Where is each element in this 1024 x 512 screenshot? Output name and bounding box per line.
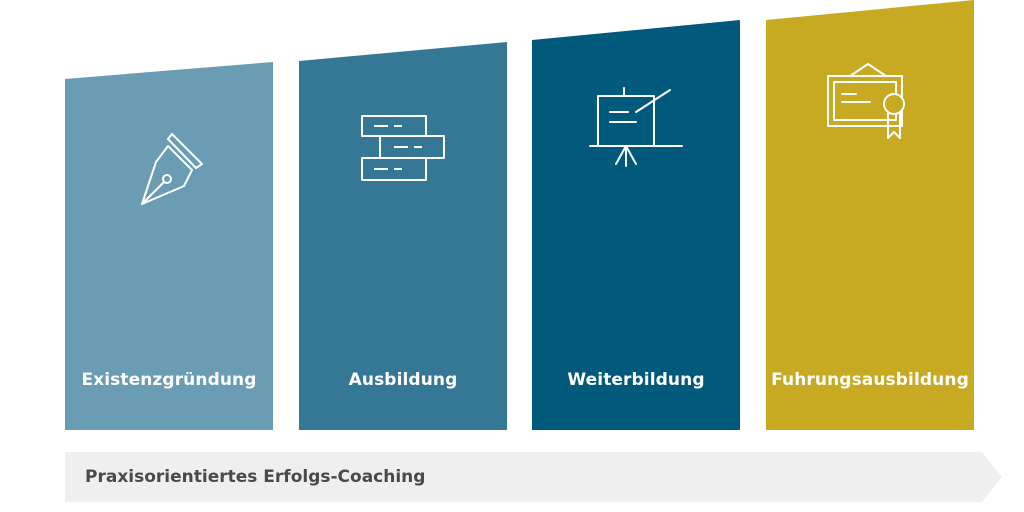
card-background [532, 20, 740, 430]
card-label: Fuhrungsausbildung [771, 370, 969, 390]
card-ausbildung: Ausbildung [299, 0, 507, 430]
certificate-icon [766, 60, 974, 146]
card-fuhrungsausbildung: Fuhrungsausbildung [766, 0, 974, 430]
card-weiterbildung: Weiterbildung [532, 0, 740, 430]
banner-label: Praxisorientiertes Erfolgs-Coaching [85, 467, 426, 487]
card-background [299, 42, 507, 430]
card-existenzgruendung: Existenzgründung [65, 0, 273, 430]
coaching-banner-arrow: Praxisorientiertes Erfolgs-Coaching [65, 452, 1002, 502]
card-background [766, 0, 974, 430]
card-label: Ausbildung [348, 370, 458, 390]
card-background [65, 62, 273, 430]
arrow-shape [65, 452, 1002, 502]
card-label: Existenzgründung [81, 370, 257, 390]
card-label: Weiterbildung [567, 370, 705, 390]
stacked-books-icon [299, 112, 507, 184]
fountain-pen-icon [65, 128, 273, 218]
presentation-easel-icon [532, 86, 740, 176]
